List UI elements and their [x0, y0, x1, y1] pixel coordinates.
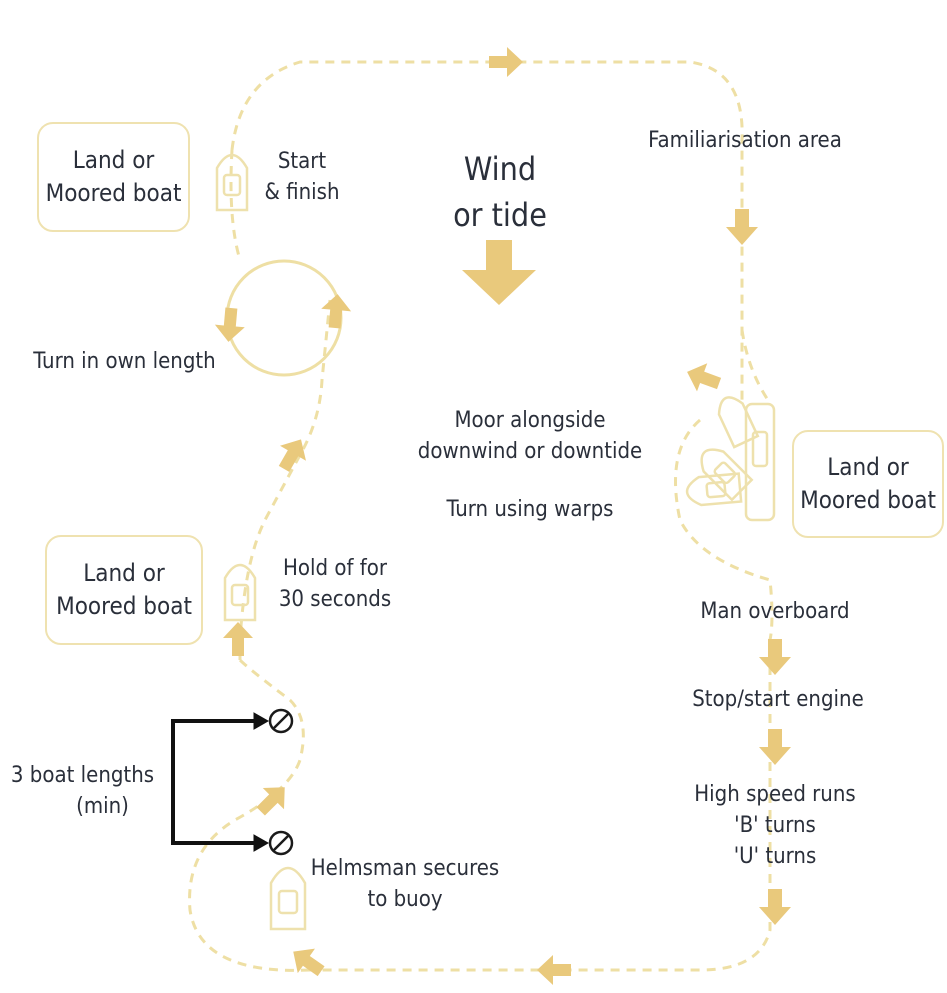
arrow-highspeed [759, 889, 791, 925]
arrow-stop [759, 729, 791, 765]
land-box-line1: Land or [72, 146, 155, 174]
boat-moor-1 [744, 402, 776, 522]
b-turns: 'B' turns [734, 813, 816, 838]
arrow-top [489, 47, 523, 77]
arrow-bottom-left [284, 939, 330, 984]
buoys [268, 708, 294, 856]
wind-label: Wind [463, 150, 537, 188]
helmsman-label: Helmsman secures to buoy [300, 853, 510, 915]
boat-helmsman [269, 866, 307, 931]
land-box-line2: Moored boat [45, 179, 182, 207]
boat-lengths-label: 3 boat lengths (min) [0, 760, 165, 822]
arrow-familiarisation [726, 209, 758, 245]
land-box-line1: Land or [83, 559, 165, 587]
arrow-mob [759, 639, 791, 675]
hold-off-label: Hold of for 30 seconds [265, 553, 405, 615]
turn-warps-label: Turn using warps [446, 497, 614, 522]
length-bracket [171, 712, 270, 852]
land-box-line2: Moored boat [56, 592, 192, 620]
boat-hold [223, 563, 257, 622]
wind-tide-label: Wind or tide [400, 146, 600, 238]
course-route [188, 60, 774, 972]
hold-line1: Hold of for [283, 556, 387, 581]
moor-line2: downwind or downtide [417, 439, 643, 464]
turn-circle [225, 259, 343, 377]
land-box-line1: Land or [827, 453, 909, 481]
stop-start-label: Stop/start engine [692, 687, 864, 712]
buoy-lower [268, 830, 294, 856]
boat-lengths-line1: 3 boat lengths [10, 763, 155, 788]
boat-start [215, 153, 249, 212]
tide-label: or tide [453, 196, 547, 234]
arrow-loop-1 [250, 776, 296, 822]
u-turns: 'U' turns [733, 844, 817, 869]
land-box-top-left: Land or Moored boat [37, 122, 190, 232]
wind-arrow [462, 240, 536, 305]
high-speed-line1: High speed runs [694, 782, 856, 807]
arrow-circle-down [213, 306, 247, 344]
boat-moor-4 [717, 396, 760, 449]
finish-label: & finish [264, 180, 340, 205]
arrow-loop-2 [223, 622, 253, 656]
land-box-mid-left: Land or Moored boat [45, 535, 203, 645]
land-box-right: Land or Moored boat [792, 430, 944, 538]
arrow-circle-up [319, 292, 353, 330]
helmsman-line1: Helmsman secures [310, 856, 500, 881]
moor-line1: Moor alongside [454, 408, 606, 433]
man-overboard-label: Man overboard [700, 599, 850, 624]
boats [215, 153, 776, 931]
route-start-down [229, 149, 242, 261]
helmsman-line2: to buoy [367, 887, 443, 912]
high-speed-label: High speed runs 'B' turns 'U' turns [670, 779, 880, 872]
route-bottom-left [188, 658, 311, 972]
arrow-bottom [537, 955, 571, 985]
start-finish-label: Start & finish [252, 146, 352, 208]
buoy-upper [268, 708, 294, 734]
familiarisation-label: Familiarisation area [648, 128, 842, 153]
turn-own-length-label: Turn in own length [33, 349, 216, 374]
start-label: Start [277, 149, 327, 174]
boat-moor-3 [685, 472, 743, 507]
route-loop-up [238, 299, 332, 660]
boat-moor-2 [700, 448, 754, 502]
route-right [674, 329, 774, 641]
arrow-moor [681, 357, 725, 398]
boat-lengths-line2: (min) [76, 794, 129, 819]
land-box-line2: Moored boat [800, 486, 936, 514]
hold-line2: 30 seconds [278, 587, 392, 612]
route-top [230, 60, 744, 400]
moor-alongside-label: Moor alongside downwind or downtide [410, 405, 650, 467]
